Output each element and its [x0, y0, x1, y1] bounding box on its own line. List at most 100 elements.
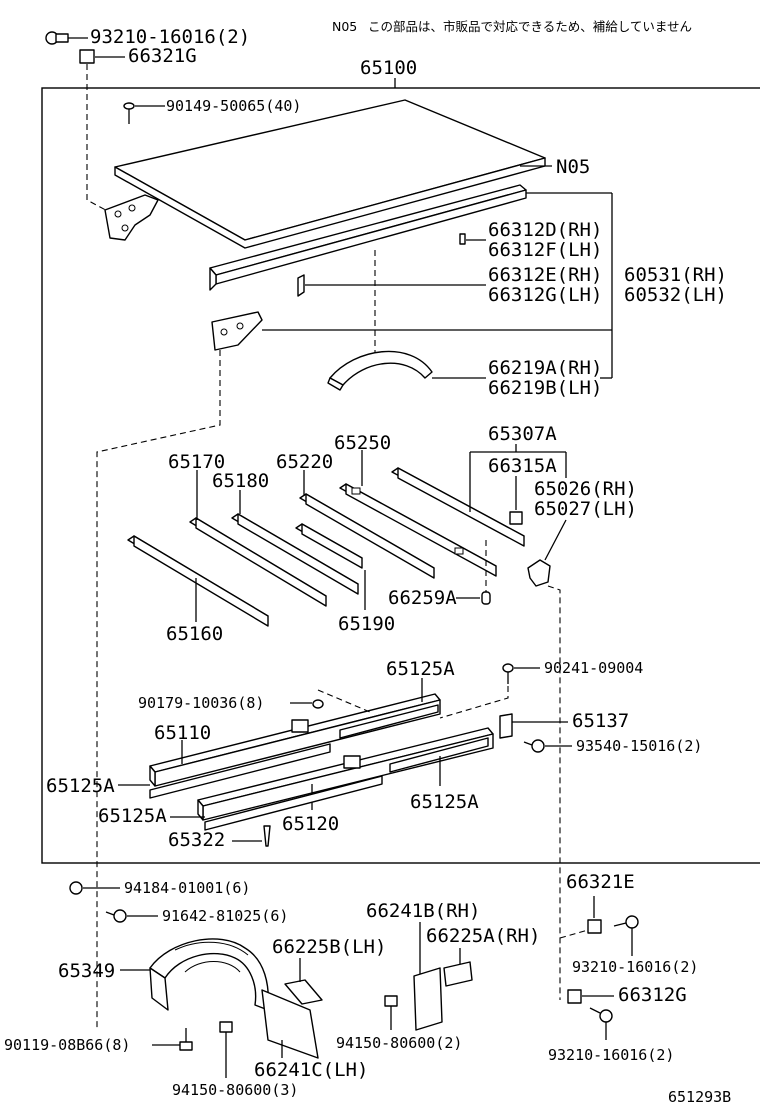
leader-65026 [544, 519, 567, 561]
label-94150-2: 94150-80600(2) [336, 1034, 462, 1052]
cross-member-65160 [127, 535, 269, 627]
label-91642: 91642-81025(6) [162, 907, 288, 925]
side-rail [209, 184, 527, 291]
label-65160: 65160 [166, 623, 223, 645]
nut-icon-94150-right [384, 995, 398, 1007]
cross-member-65307a [391, 467, 525, 547]
label-66321e: 66321E [566, 871, 635, 893]
dash-90179 [317, 689, 371, 713]
bracket-icon-66225b [284, 979, 323, 1005]
label-65307a: 65307A [488, 423, 557, 445]
label-94184: 94184-01001(6) [124, 879, 250, 897]
label-65190: 65190 [338, 613, 395, 635]
nut-icon-66321e [587, 919, 602, 934]
label-top-nut: 66321G [128, 45, 197, 67]
label-trim-a: 66219A(RH) [488, 357, 602, 379]
label-65349: 65349 [58, 960, 115, 982]
label-66241b: 66241B(RH) [366, 900, 480, 922]
label-65027: 65027(LH) [534, 498, 637, 520]
label-n05: N05 [556, 156, 590, 178]
label-screw: 90149-50065(40) [166, 97, 301, 115]
dash-66321e [559, 929, 589, 939]
wheel-arch-trim [327, 350, 433, 391]
fender-65349 [149, 938, 270, 1011]
frame-rail-65110 [149, 693, 441, 787]
label-66315a: 66315A [488, 455, 557, 477]
bracket-icon-65137 [499, 713, 513, 739]
clip-icon-66315a [509, 511, 523, 525]
label-66259a: 66259A [388, 587, 457, 609]
pin-icon-65322 [263, 825, 271, 847]
cross-member-65190 [295, 523, 363, 569]
spacer-65125a-mid [204, 775, 383, 831]
label-strip-g: 66312G(LH) [488, 284, 602, 306]
dash-right-vertical [547, 585, 561, 1000]
label-93540: 93540-15016(2) [576, 737, 702, 755]
hinge-bracket [104, 194, 159, 241]
label-65125a-mid: 65125A [98, 805, 167, 827]
label-trim-b: 66219B(LH) [488, 377, 602, 399]
label-93210-r1: 93210-16016(2) [572, 958, 698, 976]
bolt-icon-93210-r2 [589, 1007, 613, 1023]
bolt-icon-90179 [312, 699, 324, 709]
hook-icon-65026 [527, 559, 551, 587]
nut-icon-66312g [567, 989, 582, 1004]
nut-icon-94184 [69, 881, 83, 895]
label-65110: 65110 [154, 722, 211, 744]
label-66241c: 66241C(LH) [254, 1059, 368, 1081]
label-90119: 90119-08B66(8) [4, 1036, 130, 1054]
label-90179: 90179-10036(8) [138, 694, 264, 712]
nut-icon-94150-left [219, 1021, 233, 1033]
clip-icon-strip-e [297, 274, 305, 297]
label-65026: 65026(RH) [534, 478, 637, 500]
spacer-65125a-top [339, 704, 439, 739]
label-65180: 65180 [212, 470, 269, 492]
bolt-icon-90119 [179, 1028, 193, 1051]
label-65322: 65322 [168, 829, 225, 851]
screw-icon [123, 102, 135, 124]
label-strip-f: 66312F(LH) [488, 239, 602, 261]
bracket-icon-66225a [443, 961, 473, 987]
label-65120: 65120 [282, 813, 339, 835]
label-65220: 65220 [276, 451, 333, 473]
assembly-frame [41, 87, 760, 864]
mud-flap-66241c [261, 989, 319, 1059]
label-66225b: 66225B(LH) [272, 936, 386, 958]
label-strip-e: 66312E(RH) [488, 264, 602, 286]
bolt-icon-91642 [105, 909, 127, 923]
dash-top-left [86, 64, 116, 216]
nut-icon-top-left [79, 49, 95, 64]
cross-member-65170 [189, 517, 327, 607]
floor-board [114, 99, 546, 249]
spacer-65125a-left [149, 743, 331, 799]
label-top-bolt: 93210-16016(2) [90, 26, 250, 48]
label-65125a-top: 65125A [386, 658, 455, 680]
label-66225a: 66225A(RH) [426, 925, 540, 947]
cross-member-65250 [339, 483, 497, 577]
bolt-icon-93210-r1 [613, 915, 639, 929]
bolt-icon-90241 [502, 663, 514, 684]
label-65125a-right: 65125A [410, 791, 479, 813]
label-strip-d: 66312D(RH) [488, 219, 602, 241]
label-panel-rh: 60531(RH) [624, 264, 727, 286]
label-66312g-r: 66312G [618, 984, 687, 1006]
label-65250: 65250 [334, 432, 391, 454]
mud-flap-66241b [413, 967, 443, 1031]
plug-icon-66259a [481, 591, 491, 605]
assembly-number: 65100 [360, 57, 417, 79]
label-panel-lh: 60532(LH) [624, 284, 727, 306]
label-93210-r2: 93210-16016(2) [548, 1046, 674, 1064]
bolt-icon-93540 [523, 739, 545, 753]
label-94150-3: 94150-80600(3) [172, 1081, 298, 1099]
figure-id: 651293B [668, 1088, 731, 1106]
label-65137: 65137 [572, 710, 629, 732]
pin-icon-strip-d [459, 233, 466, 245]
cross-member-65180 [231, 513, 359, 595]
label-65170: 65170 [168, 451, 225, 473]
label-65125a-left: 65125A [46, 775, 115, 797]
note-text: この部品は、市販品で対応できるため、補給していません [368, 19, 692, 34]
label-90241: 90241-09004 [544, 659, 643, 677]
bolt-icon-top-left [45, 31, 69, 45]
corner-plate [211, 311, 263, 351]
